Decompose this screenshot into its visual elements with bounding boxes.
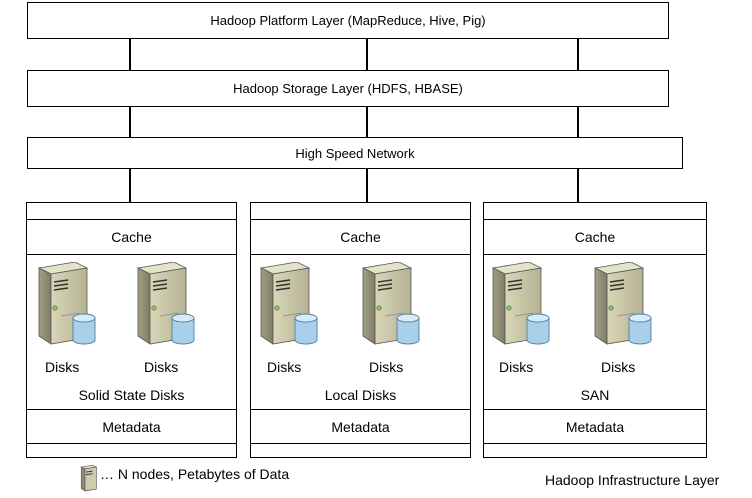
server-icon [593,262,652,345]
server-icon [491,262,550,345]
disk-cylinder-icon [526,313,550,345]
metadata-section: Metadata [484,409,706,444]
metadata-label: Metadata [331,418,390,435]
disk-cylinder-icon [72,313,96,345]
metadata-section: Metadata [27,409,236,444]
disks-label: Disks [601,359,636,375]
disk-cylinder-icon [628,313,652,345]
connector [577,106,579,138]
storage-type-label: Local Disks [324,387,397,403]
node-top-strip [27,219,236,220]
server-icon [136,262,195,345]
server-icon [37,262,96,345]
connector [577,168,579,202]
disks-label: Disks [144,359,179,375]
cache-section: Cache [251,220,470,255]
node-top-strip [251,219,470,220]
platform-layer: Hadoop Platform Layer (MapReduce, Hive, … [27,2,669,39]
cache-section: Cache [27,220,236,255]
cache-section: Cache [484,220,706,255]
cache-label: Cache [574,229,616,245]
connector [366,106,368,138]
node-top-strip [484,219,706,220]
network-layer: High Speed Network [27,137,683,169]
server-icon [80,464,98,492]
storage-type-label: Solid State Disks [78,387,185,403]
disks-label: Disks [45,359,80,375]
disk-cylinder-icon [294,313,318,345]
metadata-label: Metadata [565,418,625,435]
storage-layer-label: Hadoop Storage Layer (HDFS, HBASE) [233,81,463,96]
connector [366,168,368,202]
server-icon [361,262,420,345]
connector [129,106,131,138]
infrastructure-label: Hadoop Infrastructure Layer [545,472,720,488]
disk-cylinder-icon [396,313,420,345]
connector [577,38,579,71]
storage-type-label: SAN [580,387,610,403]
disk-cylinder-icon [171,313,195,345]
footer-text: … N nodes, Petabytes of Data [100,466,290,482]
disks-label: Disks [267,359,302,375]
metadata-label: Metadata [102,418,161,435]
server-icon [259,262,318,345]
platform-layer-label: Hadoop Platform Layer (MapReduce, Hive, … [210,13,486,28]
metadata-section: Metadata [251,409,470,444]
connector [129,168,131,202]
connector [129,38,131,71]
network-layer-label: High Speed Network [295,145,415,161]
cache-label: Cache [340,229,381,245]
node-1: Cache Solid State Disks Metadata [26,202,237,458]
cache-label: Cache [111,229,152,245]
storage-layer: Hadoop Storage Layer (HDFS, HBASE) [27,70,669,107]
disks-label: Disks [369,359,404,375]
connector [366,38,368,71]
disks-label: Disks [499,359,534,375]
